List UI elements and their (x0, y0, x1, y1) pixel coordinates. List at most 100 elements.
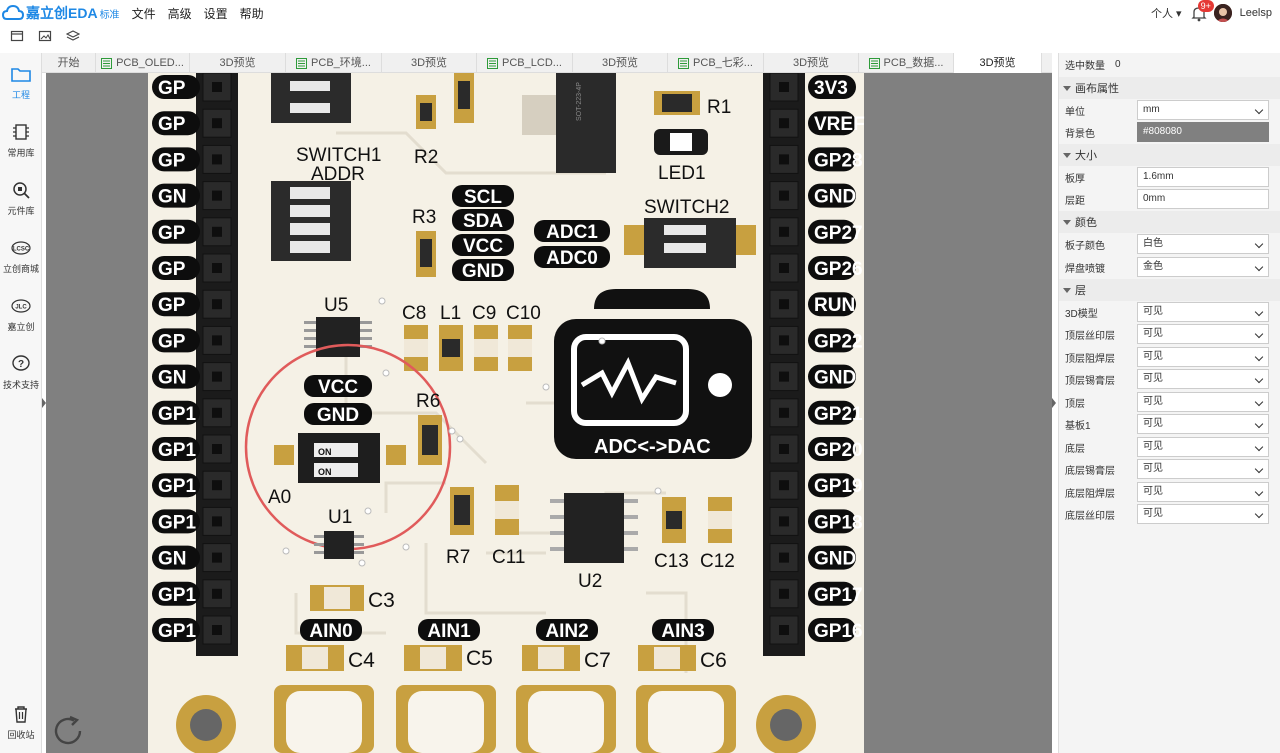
net-tag (534, 246, 610, 268)
header-pin-hole (212, 588, 222, 599)
thickness-input[interactable]: 1.6mm (1137, 167, 1269, 187)
sidebar-label: 立创商城 (2, 264, 39, 274)
pad-finish-select[interactable]: 金色 (1137, 257, 1269, 277)
jlc-icon: JLC (11, 299, 31, 313)
header-pin-hole (212, 444, 222, 454)
prop-label: 底层锡膏层 (1065, 465, 1115, 477)
section-layers[interactable]: 层 (1059, 279, 1280, 301)
tab-pcb-lcd[interactable]: PCB_LCD... (477, 53, 573, 73)
prop-label: 顶层丝印层 (1065, 330, 1115, 342)
pcb-doc-icon (487, 57, 499, 69)
menu-help[interactable]: 帮助 (239, 6, 264, 21)
pin-label-tag (152, 111, 200, 136)
header-pin-hole (212, 299, 222, 310)
header-pin-hole (779, 516, 789, 527)
net-tag (652, 619, 714, 641)
capacitor-body (324, 587, 350, 609)
header-pin-hole (212, 226, 222, 237)
section-size[interactable]: 大小 (1059, 144, 1280, 166)
ic-u2 (564, 493, 624, 563)
header-pin-hole (212, 263, 222, 273)
layer-visibility-select[interactable]: 可见 (1137, 324, 1269, 344)
prop-label: 单位 (1065, 106, 1085, 118)
background-color-input[interactable]: #808080 (1137, 122, 1269, 142)
sidebar-item-jlc[interactable]: JLC 嘉立创 (0, 285, 42, 341)
tab-pcb-data[interactable]: PCB_数据... (859, 53, 954, 73)
net-tag (452, 259, 514, 281)
pin-label-text: RUN (814, 295, 855, 316)
prop-layer-top-mask: 顶层阻焊层可见 (1059, 346, 1280, 368)
brand-name: 嘉立创EDA (26, 5, 98, 21)
pcb-board (148, 73, 864, 753)
silk-u1: U1 (328, 507, 352, 528)
chip-icon (13, 124, 29, 140)
pin-label-text: GP1 (158, 512, 196, 533)
tab-pcb-rgb[interactable]: PCB_七彩... (668, 53, 764, 73)
layer-visibility-select[interactable]: 可见 (1137, 414, 1269, 434)
section-color[interactable]: 颜色 (1059, 211, 1280, 233)
tab-3d-preview-active[interactable]: 3D预览 (954, 53, 1042, 73)
layer-gap-input[interactable]: 0mm (1137, 189, 1269, 209)
net-tag (300, 619, 362, 641)
app-logo[interactable]: 嘉立创EDA 标准 (2, 0, 120, 26)
tab-3d-preview-3[interactable]: 3D预览 (573, 53, 668, 73)
svg-text:JLC: JLC (15, 305, 27, 311)
sidebar-item-project[interactable]: 工程 (0, 53, 42, 109)
right-header-pins (769, 73, 799, 645)
tab-3d-preview-4[interactable]: 3D预览 (764, 53, 859, 73)
tab-pcb-env[interactable]: PCB_环境... (286, 53, 382, 73)
sidebar-label: 元件库 (7, 206, 35, 216)
layer-visibility-select[interactable]: 可见 (1137, 369, 1269, 389)
personal-menu[interactable]: 个人 ▾ (1151, 8, 1182, 20)
username[interactable]: Leelsp (1239, 7, 1272, 19)
layers-icon[interactable] (66, 29, 80, 43)
pin-label-tag (808, 581, 856, 606)
layer-visibility-select[interactable]: 可见 (1137, 392, 1269, 412)
silk-r6: R6 (416, 391, 440, 412)
sidebar-collapse-handle[interactable] (42, 398, 46, 408)
tab-start[interactable]: 开始 (42, 53, 96, 73)
layer-visibility-select[interactable]: 可见 (1137, 302, 1269, 322)
pin-label-text: GP1 (158, 585, 196, 606)
layer-visibility-select[interactable]: 可见 (1137, 459, 1269, 479)
sidebar-item-component-lib[interactable]: 元件库 (0, 169, 42, 225)
unit-select[interactable]: mm (1137, 100, 1269, 120)
silk-l1: L1 (440, 303, 461, 324)
notification-bell[interactable]: 9+ (1190, 0, 1214, 22)
menu-advanced[interactable]: 高级 (167, 6, 192, 21)
layer-visibility-select[interactable]: 可见 (1137, 482, 1269, 502)
pin-label-text: GP28 (814, 150, 863, 171)
tab-label: 3D预览 (979, 57, 1016, 69)
capacitor-row (404, 325, 532, 371)
layer-visibility-select[interactable]: 可见 (1137, 347, 1269, 367)
tab-3d-preview-2[interactable]: 3D预览 (382, 53, 477, 73)
sidebar-item-lcsc[interactable]: LCSC 立创商城 (0, 227, 42, 283)
ic-u1 (324, 531, 354, 559)
collapse-triangle-icon (1063, 85, 1071, 91)
header-pin-hole (779, 118, 789, 129)
avatar[interactable] (1213, 4, 1232, 22)
silk-led1: LED1 (658, 163, 706, 184)
window-icon[interactable] (10, 29, 24, 43)
section-canvas-props[interactable]: 画布属性 (1059, 77, 1280, 99)
menu-file[interactable]: 文件 (131, 6, 156, 21)
pin-label-text: GND (814, 187, 856, 208)
silk-switch1: SWITCH1 (296, 145, 382, 166)
sidebar-item-support[interactable]: ? 技术支持 (0, 343, 42, 399)
tab-pcb-oled[interactable]: PCB_OLED... (96, 53, 190, 73)
panel-collapse-handle[interactable] (1052, 398, 1056, 408)
board-color-select[interactable]: 白色 (1137, 234, 1269, 254)
tab-3d-preview-1[interactable]: 3D预览 (190, 53, 286, 73)
menu-settings[interactable]: 设置 (203, 6, 228, 21)
layer-visibility-select[interactable]: 可见 (1137, 437, 1269, 457)
image-export-icon[interactable] (38, 29, 52, 43)
tab-label: PCB_OLED... (116, 57, 184, 69)
rotate-view-icon[interactable] (50, 713, 86, 749)
sidebar-item-recycle-bin[interactable]: 回收站 (0, 693, 42, 749)
layer-visibility-select[interactable]: 可见 (1137, 504, 1269, 524)
prop-unit: 单位 mm (1059, 99, 1280, 121)
sidebar-item-common-lib[interactable]: 常用库 (0, 111, 42, 167)
